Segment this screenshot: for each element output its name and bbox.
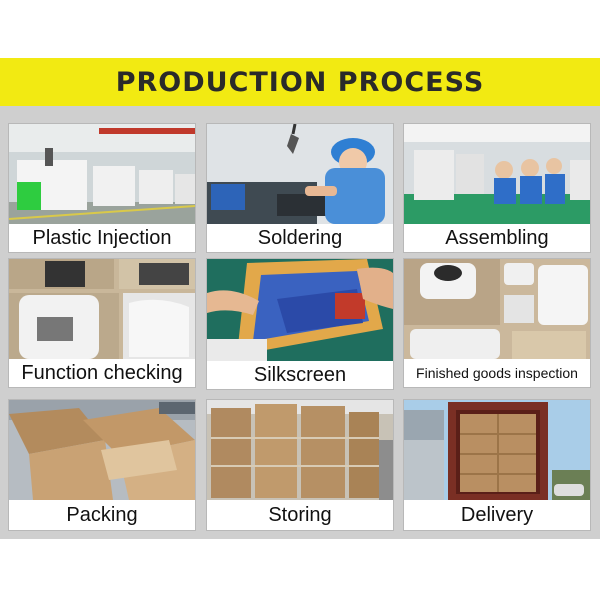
title-banner: PRODUCTION PROCESS bbox=[0, 58, 600, 106]
step-card-storing: Storing bbox=[207, 400, 393, 530]
step-label-finished-goods-inspection: Finished goods inspection bbox=[404, 359, 590, 387]
step-card-finished-goods-inspection: Finished goods inspection bbox=[404, 259, 590, 387]
step-label-soldering: Soldering bbox=[207, 224, 393, 252]
step-label-silkscreen: Silkscreen bbox=[207, 361, 393, 389]
step-card-plastic-injection: Plastic Injection bbox=[9, 124, 195, 252]
step-label-packing: Packing bbox=[9, 500, 195, 530]
silkscreen-photo bbox=[207, 259, 393, 361]
storing-photo bbox=[207, 400, 393, 500]
finished-goods-inspection-photo bbox=[404, 259, 590, 359]
plastic-injection-photo bbox=[9, 124, 195, 224]
step-card-function-checking: Function checking bbox=[9, 259, 195, 387]
packing-photo bbox=[9, 400, 195, 500]
function-checking-photo bbox=[9, 259, 195, 359]
step-card-silkscreen: Silkscreen bbox=[207, 259, 393, 389]
step-card-assembling: Assembling bbox=[404, 124, 590, 252]
assembling-photo bbox=[404, 124, 590, 224]
delivery-photo bbox=[404, 400, 590, 500]
step-card-soldering: Soldering bbox=[207, 124, 393, 252]
page-title: PRODUCTION PROCESS bbox=[115, 66, 485, 98]
step-label-storing: Storing bbox=[207, 500, 393, 530]
step-label-plastic-injection: Plastic Injection bbox=[9, 224, 195, 252]
process-grid: Plastic Injection Soldering bbox=[0, 106, 600, 539]
step-card-delivery: Delivery bbox=[404, 400, 590, 530]
step-card-packing: Packing bbox=[9, 400, 195, 530]
step-label-delivery: Delivery bbox=[404, 500, 590, 530]
soldering-photo bbox=[207, 124, 393, 224]
step-label-function-checking: Function checking bbox=[9, 359, 195, 387]
step-label-assembling: Assembling bbox=[404, 224, 590, 252]
